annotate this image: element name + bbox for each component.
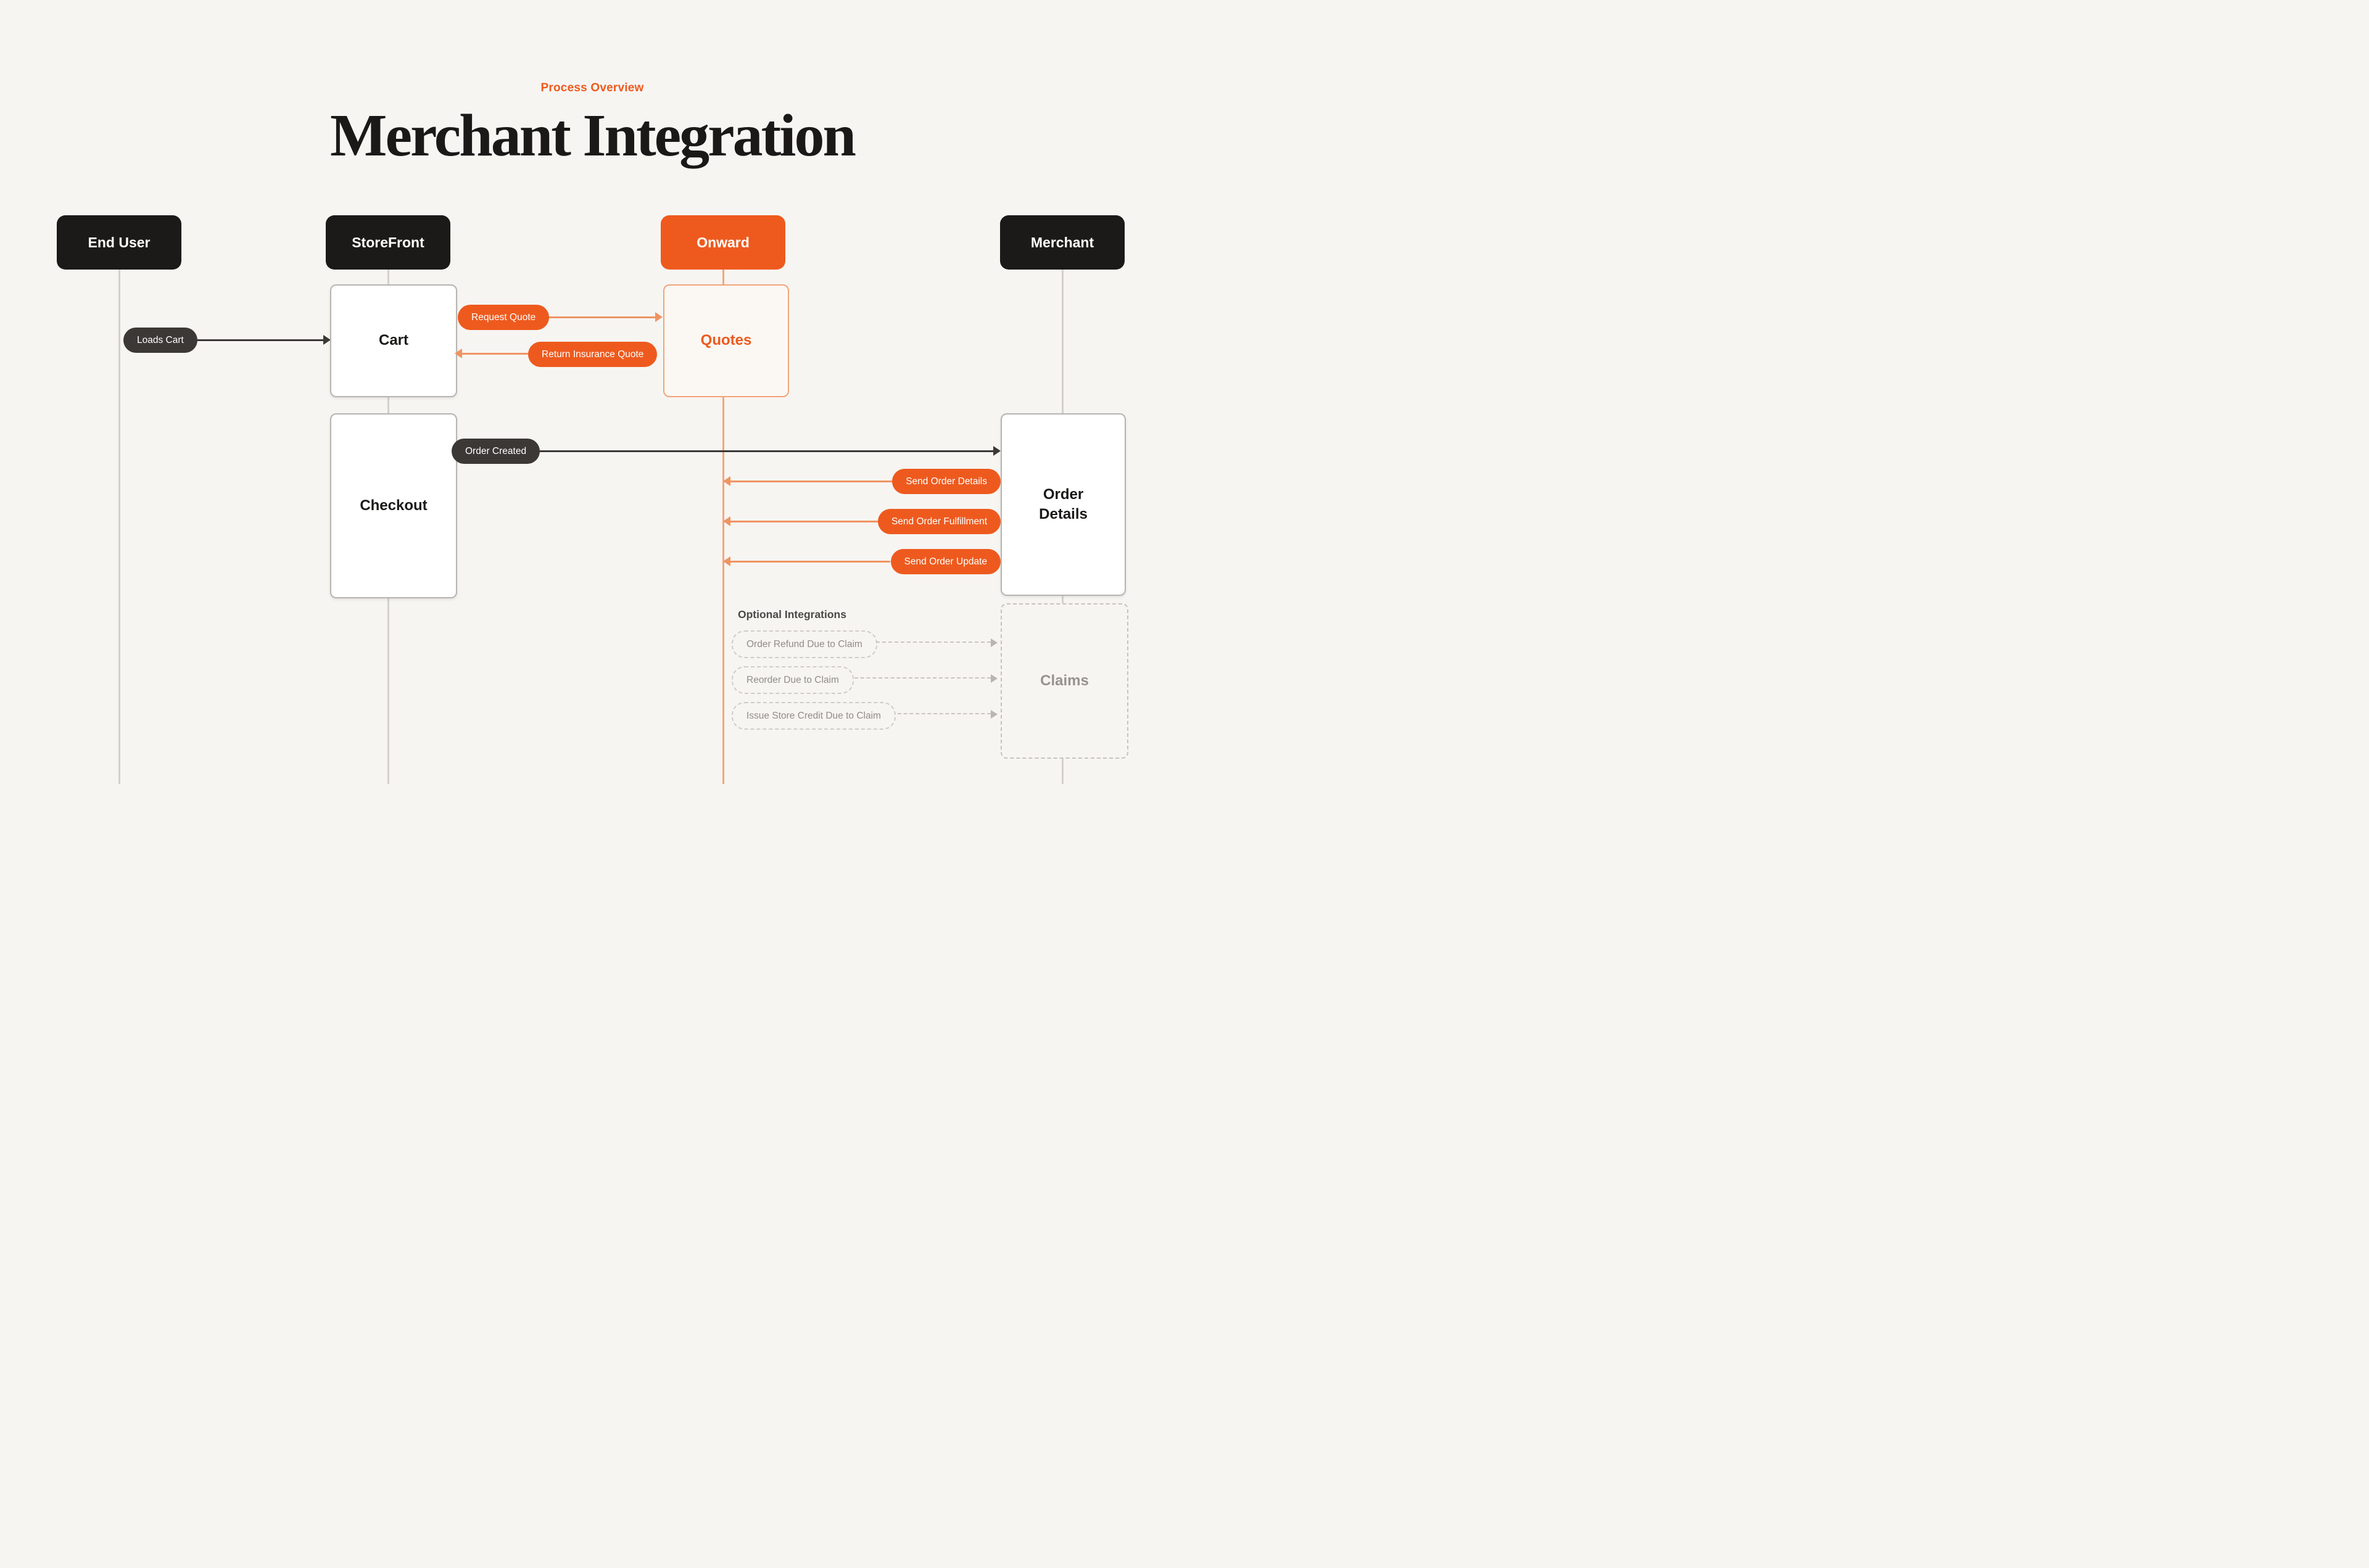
message-return-insurance-quote: Return Insurance Quote (528, 342, 658, 367)
node-cart: Cart (330, 284, 457, 397)
dashed-arrowhead-reorder (991, 674, 998, 683)
arrowhead-order-created (993, 446, 1001, 456)
node-quotes: Quotes (663, 284, 789, 397)
node-checkout: Checkout (330, 413, 457, 598)
dashed-arrow-store-credit (898, 713, 991, 714)
arrow-send-order-update (730, 561, 890, 563)
arrowhead-send-order-fulfillment (723, 516, 730, 526)
arrowhead-loads-cart (323, 335, 331, 345)
eyebrow-label: Process Overview (540, 81, 644, 94)
actor-end-user: End User (57, 215, 181, 270)
actor-storefront: StoreFront (326, 215, 450, 270)
dashed-arrow-reorder (854, 677, 991, 679)
arrow-return-insurance-quote (461, 353, 531, 355)
message-send-order-fulfillment: Send Order Fulfillment (877, 509, 1001, 534)
actor-onward: Onward (661, 215, 785, 270)
optional-item-reorder: Reorder Due to Claim (732, 666, 854, 694)
dashed-arrow-order-refund (876, 642, 991, 643)
message-order-created: Order Created (452, 439, 540, 464)
optional-item-store-credit: Issue Store Credit Due to Claim (732, 702, 896, 730)
message-request-quote: Request Quote (458, 305, 550, 330)
arrow-request-quote (512, 316, 655, 318)
lifeline-onward (722, 270, 724, 784)
arrow-send-order-details (730, 481, 896, 482)
actor-merchant: Merchant (1000, 215, 1125, 270)
arrowhead-return-insurance-quote (455, 349, 462, 358)
arrowhead-request-quote (655, 312, 663, 322)
lifeline-end-user (118, 270, 120, 784)
optional-integrations-heading: Optional Integrations (738, 608, 846, 621)
message-send-order-update: Send Order Update (890, 549, 1001, 574)
arrow-order-created (500, 450, 993, 452)
page-title: Merchant Integration (330, 102, 856, 169)
diagram-canvas: Process Overview Merchant Integration En… (0, 0, 1184, 784)
dashed-arrowhead-order-refund (991, 638, 998, 647)
dashed-arrowhead-store-credit (991, 710, 998, 719)
arrow-loads-cart (173, 339, 323, 341)
arrowhead-send-order-details (723, 476, 730, 486)
message-send-order-details: Send Order Details (892, 469, 1001, 494)
message-loads-cart: Loads Cart (123, 328, 197, 353)
node-claims: Claims (1001, 603, 1128, 759)
node-order-details: Order Details (1001, 413, 1126, 596)
arrow-send-order-fulfillment (730, 521, 878, 522)
arrowhead-send-order-update (723, 556, 730, 566)
optional-item-order-refund: Order Refund Due to Claim (732, 630, 877, 658)
